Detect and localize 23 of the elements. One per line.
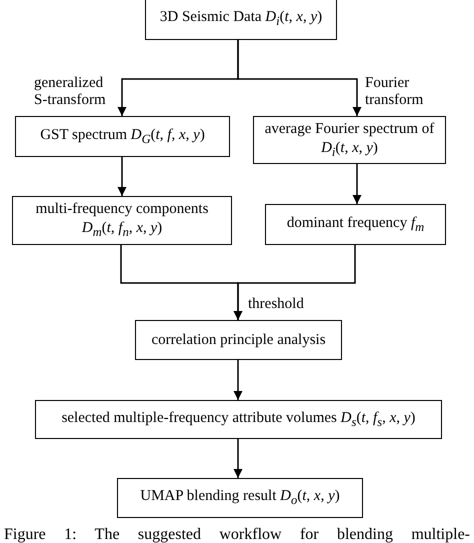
box-text: correlation principle analysis (151, 330, 326, 350)
process-box (253, 116, 446, 164)
process-box (12, 196, 232, 245)
process-box (135, 320, 342, 360)
process-box (35, 400, 442, 439)
process-box (15, 116, 230, 157)
arrow (234, 439, 242, 478)
arrow (237, 40, 362, 116)
arrow (352, 164, 362, 204)
box-text: UMAP blending result D$_{o}$(t, x, y) (140, 487, 340, 509)
box-text: multi-frequency components D$_{m}$(t, f$_{n}$, x, y) (34, 200, 210, 241)
arrow (234, 245, 356, 320)
box-text: 3D Seismic Data D$_{i}$(t, x, y) (160, 8, 322, 30)
box-text: average Fourier spectrum of D$_{i}$(t, x, y) (264, 120, 436, 160)
process-box (265, 204, 446, 245)
figure-caption: Figure 1: The suggested workflow for blending multiple- (4, 526, 470, 543)
arrow (234, 360, 242, 400)
box-text: GST spectrum D$_{G}$(t, f, x, y) (40, 126, 205, 148)
arrow (118, 157, 126, 196)
process-box (145, 0, 337, 40)
process-box (117, 478, 363, 518)
box-text: dominant frequency f$_{m}$ (286, 214, 424, 236)
box-text: selected multiple-frequency attribute volumes D$_{s}$(t, f$_{s}$, x, y) (62, 408, 416, 430)
